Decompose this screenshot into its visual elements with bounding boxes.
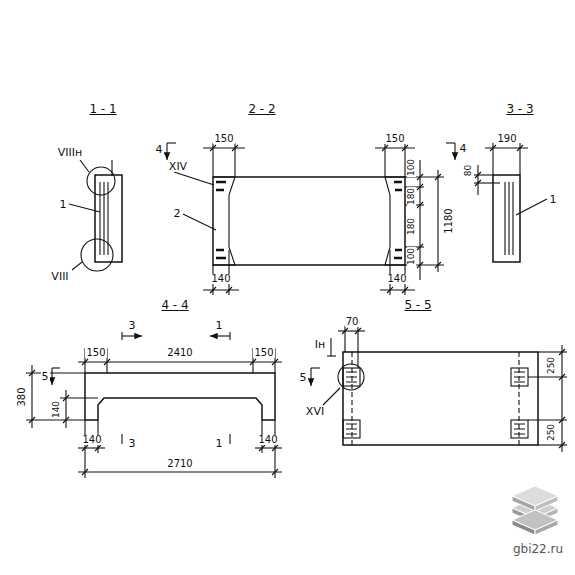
dimension: 1180: [444, 207, 454, 234]
dimension: Iн: [314, 339, 326, 350]
dimension: 4: [459, 143, 468, 154]
dimension: 1: [215, 438, 224, 449]
dimension: 5: [41, 371, 50, 382]
dimension: 3: [128, 438, 137, 449]
dimension: 1: [215, 320, 224, 331]
dimension: 140: [210, 274, 231, 284]
dimension: 140: [53, 399, 62, 418]
section-title: 1 - 1: [88, 103, 117, 115]
callout-number: XIV: [168, 161, 188, 172]
dimension: 80: [464, 163, 473, 176]
dimension: 140: [257, 435, 278, 445]
callout-number: 2: [173, 208, 182, 219]
dimension: 190: [496, 134, 517, 144]
dimension: 5: [299, 372, 308, 383]
dimension: 250: [548, 422, 557, 441]
dimension: 180: [408, 216, 417, 235]
dimension: 2410: [166, 348, 193, 358]
section-title: 4 - 4: [160, 299, 189, 311]
dimension: 150: [85, 348, 106, 358]
dimension: 100: [408, 157, 417, 176]
dimension: 140: [81, 435, 102, 445]
dimension: 3: [128, 320, 137, 331]
dimension: 380: [17, 386, 27, 407]
dimension: 150: [384, 134, 405, 144]
dimension: 70: [345, 317, 360, 327]
dimension: 140: [386, 274, 407, 284]
section-title: 5 - 5: [403, 299, 432, 311]
watermark: gbi22.ru: [512, 543, 564, 555]
callout-number: VIIIн: [57, 147, 83, 158]
dimension: 4: [155, 144, 164, 155]
dimension: 150: [213, 134, 234, 144]
dimension: 180: [408, 186, 417, 205]
dimension: 250: [548, 355, 557, 374]
section-title: 3 - 3: [505, 103, 534, 115]
callout-number: VIII: [50, 271, 69, 282]
callout-number: XVI: [305, 406, 325, 417]
section-title: 2 - 2: [247, 103, 276, 115]
dimension: 150: [253, 348, 274, 358]
logo: [512, 486, 558, 535]
callout-number: 1: [59, 199, 68, 210]
callout-number: 1: [549, 194, 558, 205]
dimension: 2710: [166, 459, 193, 469]
dimension: 100: [408, 246, 417, 265]
